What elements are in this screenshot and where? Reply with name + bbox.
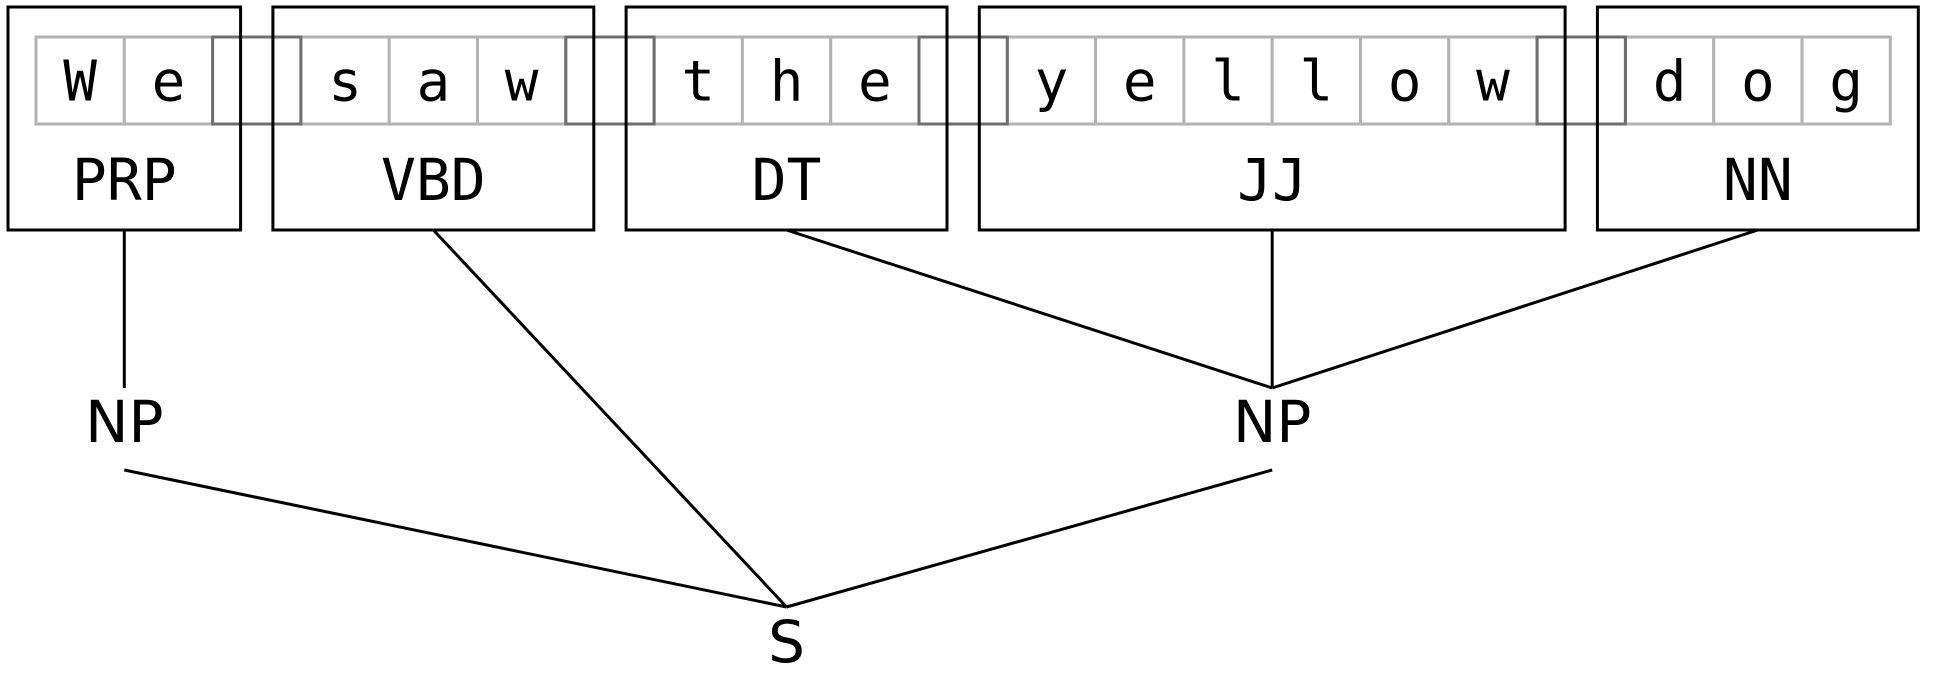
char-label: l — [1211, 50, 1245, 115]
tree-edge — [786, 228, 1273, 390]
tree-edge — [786, 468, 1273, 609]
char-label: t — [681, 50, 715, 115]
char-cell — [1712, 35, 1804, 126]
pos-tag-vbd: VBD — [381, 146, 486, 214]
pos-tag-jj: JJ — [1237, 146, 1307, 214]
phrase-node-np-0: NP — [85, 388, 163, 456]
phrase-node-np-1: NP — [1233, 388, 1311, 456]
pos-tag-prp: PRP — [72, 146, 177, 214]
char-cell — [34, 35, 126, 126]
space-markers — [211, 35, 1627, 126]
tree-edge — [123, 468, 787, 609]
token-tags: PRP VBD DT JJ NN — [6, 5, 1920, 232]
char-label: w — [505, 50, 539, 115]
char-cell — [476, 35, 568, 126]
space-cell — [564, 35, 656, 126]
token-box-vbd — [271, 5, 596, 232]
char-cell — [1359, 35, 1451, 126]
tree-nodes: NP NP S — [85, 388, 1311, 676]
char-cell — [1094, 35, 1186, 126]
char-cell — [740, 35, 833, 126]
char-label: y — [1035, 50, 1069, 115]
char-label: e — [1123, 50, 1157, 115]
pos-tag-nn: NN — [1723, 146, 1793, 214]
tree-edges — [122, 228, 1759, 609]
char-cell — [122, 35, 215, 126]
space-cell — [211, 35, 303, 126]
char-label: d — [1653, 50, 1687, 115]
char-label: s — [328, 50, 362, 115]
char-label: g — [1829, 50, 1863, 115]
tree-edge — [432, 228, 788, 609]
char-label: o — [1388, 50, 1422, 115]
tree-edge — [1271, 228, 1759, 390]
char-cell — [1800, 35, 1892, 126]
char-cell — [299, 35, 391, 126]
char-label: w — [1476, 50, 1510, 115]
char-label: W — [63, 50, 97, 115]
char-label: a — [416, 50, 450, 115]
char-cell — [1447, 35, 1539, 126]
pos-tag-dt: DT — [752, 146, 822, 214]
char-label: h — [770, 50, 804, 115]
space-cell — [1535, 35, 1627, 126]
char-cell — [829, 35, 921, 126]
char-label: l — [1299, 50, 1333, 115]
char-label: e — [152, 50, 186, 115]
char-cell — [1270, 35, 1362, 126]
root-node-s: S — [768, 608, 805, 676]
char-label: e — [858, 50, 892, 115]
char-label: o — [1741, 50, 1775, 115]
space-cell — [917, 35, 1009, 126]
